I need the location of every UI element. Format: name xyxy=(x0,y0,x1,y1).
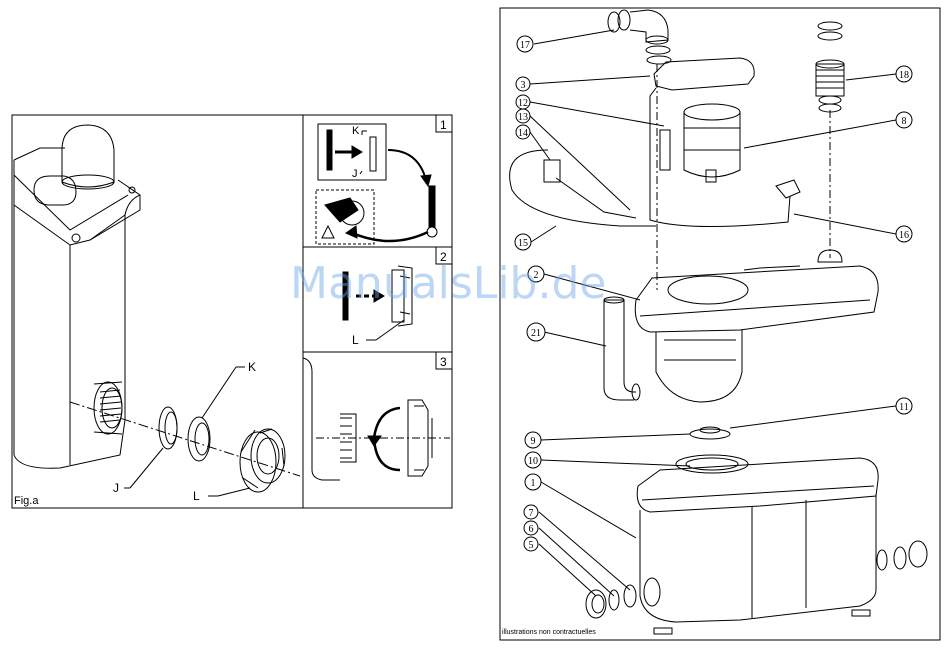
tank-1-drawing xyxy=(637,458,878,622)
step-1-label-k: K xyxy=(352,125,360,137)
callout-5: 5 xyxy=(529,540,534,551)
ring-j-drawing xyxy=(159,407,177,449)
cover-drawing xyxy=(654,58,754,90)
callout-6: 6 xyxy=(529,524,534,535)
callout-11: 11 xyxy=(899,402,909,413)
right-figure xyxy=(500,8,940,640)
callout-13: 13 xyxy=(518,112,528,123)
callout-3: 3 xyxy=(521,80,526,91)
tank-drawing xyxy=(14,125,300,476)
label-l: L xyxy=(193,489,200,503)
step-1-number: 1 xyxy=(440,118,447,132)
step-1-label-j: J xyxy=(352,168,358,180)
step-3-drawing xyxy=(303,358,450,480)
callout-9: 9 xyxy=(531,436,536,447)
callout-14: 14 xyxy=(518,128,528,139)
elbow-fitting-drawing xyxy=(608,10,671,64)
callouts xyxy=(515,30,912,596)
callout-18: 18 xyxy=(899,70,909,81)
label-k: K xyxy=(248,360,256,374)
step-2-label-l: L xyxy=(352,333,359,347)
callout-7: 7 xyxy=(529,508,534,519)
seal-drawing xyxy=(690,429,730,439)
nut-l-drawing xyxy=(240,429,285,492)
callout-1: 1 xyxy=(531,478,536,489)
footnote: illustrations non contractuelles xyxy=(502,629,596,636)
right-figure-frame xyxy=(500,8,940,640)
cable-drawing xyxy=(650,88,790,227)
pump-body-drawing xyxy=(635,250,878,402)
callout-16: 16 xyxy=(899,230,909,241)
step-1-drawing xyxy=(316,124,437,244)
motor-drawing xyxy=(660,104,740,182)
fitting-18-drawing xyxy=(816,22,844,112)
ring-k-drawing xyxy=(188,417,210,461)
watermark-text: ManualsLib.de xyxy=(290,258,606,309)
figure-caption: Fig.a xyxy=(14,495,39,507)
left-figure xyxy=(12,115,452,508)
label-j: J xyxy=(113,481,119,495)
callout-12: 12 xyxy=(518,98,528,109)
nut-5-drawing xyxy=(586,590,606,618)
callout-17: 17 xyxy=(520,40,530,51)
callout-10: 10 xyxy=(528,456,538,467)
pipe-21-drawing xyxy=(604,297,640,400)
callout-8: 8 xyxy=(902,116,907,127)
callout-15: 15 xyxy=(518,238,528,249)
step-3-number: 3 xyxy=(440,355,447,369)
callout-21: 21 xyxy=(531,328,541,339)
